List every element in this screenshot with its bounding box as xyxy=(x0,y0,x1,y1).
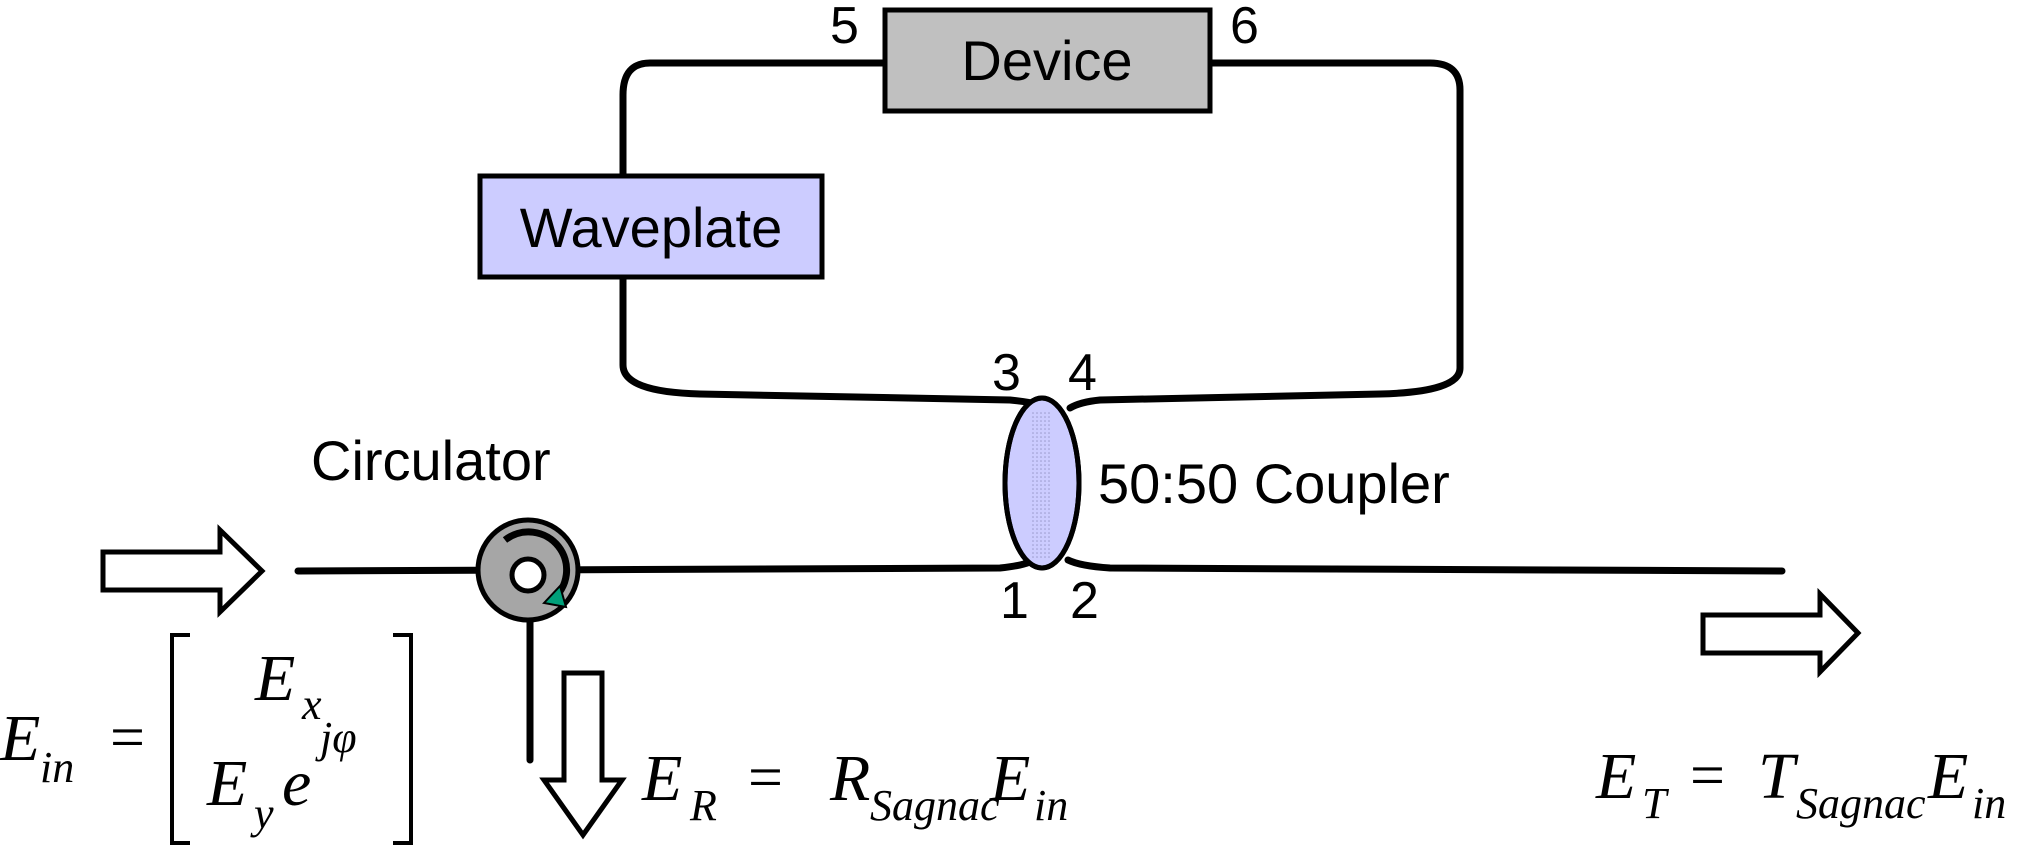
eq-ein-symbol: E xyxy=(0,702,40,775)
eq-ey-symbol: E xyxy=(206,747,247,820)
eq-er-ein-symbol: E xyxy=(989,742,1030,815)
port-3-label: 3 xyxy=(992,344,1021,402)
device-box xyxy=(882,7,1213,114)
fiber-input xyxy=(294,558,1034,575)
waveplate-label: Waveplate xyxy=(520,196,783,259)
coupler-label: 50:50 Coupler xyxy=(1098,452,1450,515)
matrix-left-bracket xyxy=(170,633,190,845)
eq-et-ein-symbol: E xyxy=(1927,740,1968,813)
fiber-loop-right xyxy=(1066,59,1464,412)
eq-ein-equals: = xyxy=(110,704,145,772)
eq-et-symbol: E xyxy=(1595,740,1636,813)
circulator-icon xyxy=(475,517,581,623)
eq-t-symbol: T xyxy=(1758,740,1799,813)
eq-ex-subscript: x xyxy=(301,680,322,729)
reflect-arrow-icon xyxy=(539,670,627,840)
input-arrow-icon xyxy=(100,524,266,618)
eq-er-equals: = xyxy=(748,744,783,812)
eq-et-ein-subscript: in xyxy=(1972,779,2006,828)
eq-et-subscript: T xyxy=(1642,779,1670,828)
eq-r-symbol: R xyxy=(829,742,870,815)
port-1-label: 1 xyxy=(1000,572,1029,630)
port-4-label: 4 xyxy=(1068,344,1097,402)
output-arrow-icon xyxy=(1700,587,1862,679)
eq-r-subscript: Sagnac xyxy=(870,781,1000,830)
eq-ein-subscript: in xyxy=(40,743,74,792)
input-field-equation: E in = E x E y e jφ xyxy=(0,633,413,845)
circulator-label: Circulator xyxy=(311,429,551,492)
eq-er-ein-subscript: in xyxy=(1034,781,1068,830)
eq-er-subscript: R xyxy=(689,781,717,830)
eq-et-equals: = xyxy=(1690,742,1725,810)
fiber-output xyxy=(1064,556,1786,575)
eq-exp-base: e xyxy=(282,747,311,820)
eq-exp-superscript: jφ xyxy=(315,713,357,762)
matrix-right-bracket xyxy=(393,633,413,845)
eq-ex-symbol: E xyxy=(254,642,295,715)
eq-ey-subscript: y xyxy=(250,789,274,838)
eq-t-subscript: Sagnac xyxy=(1796,779,1926,828)
port-6-label: 6 xyxy=(1230,0,1259,55)
fiber-loop-left xyxy=(619,59,1044,409)
port-5-label: 5 xyxy=(830,0,859,55)
device-label: Device xyxy=(961,29,1132,92)
coupler-icon xyxy=(1002,395,1082,571)
reflected-field-equation: E R = R Sagnac E in xyxy=(641,742,1068,830)
eq-er-symbol: E xyxy=(641,742,682,815)
waveplate-box xyxy=(477,173,825,280)
transmitted-field-equation: E T = T Sagnac E in xyxy=(1595,740,2006,828)
port-2-label: 2 xyxy=(1070,572,1099,630)
